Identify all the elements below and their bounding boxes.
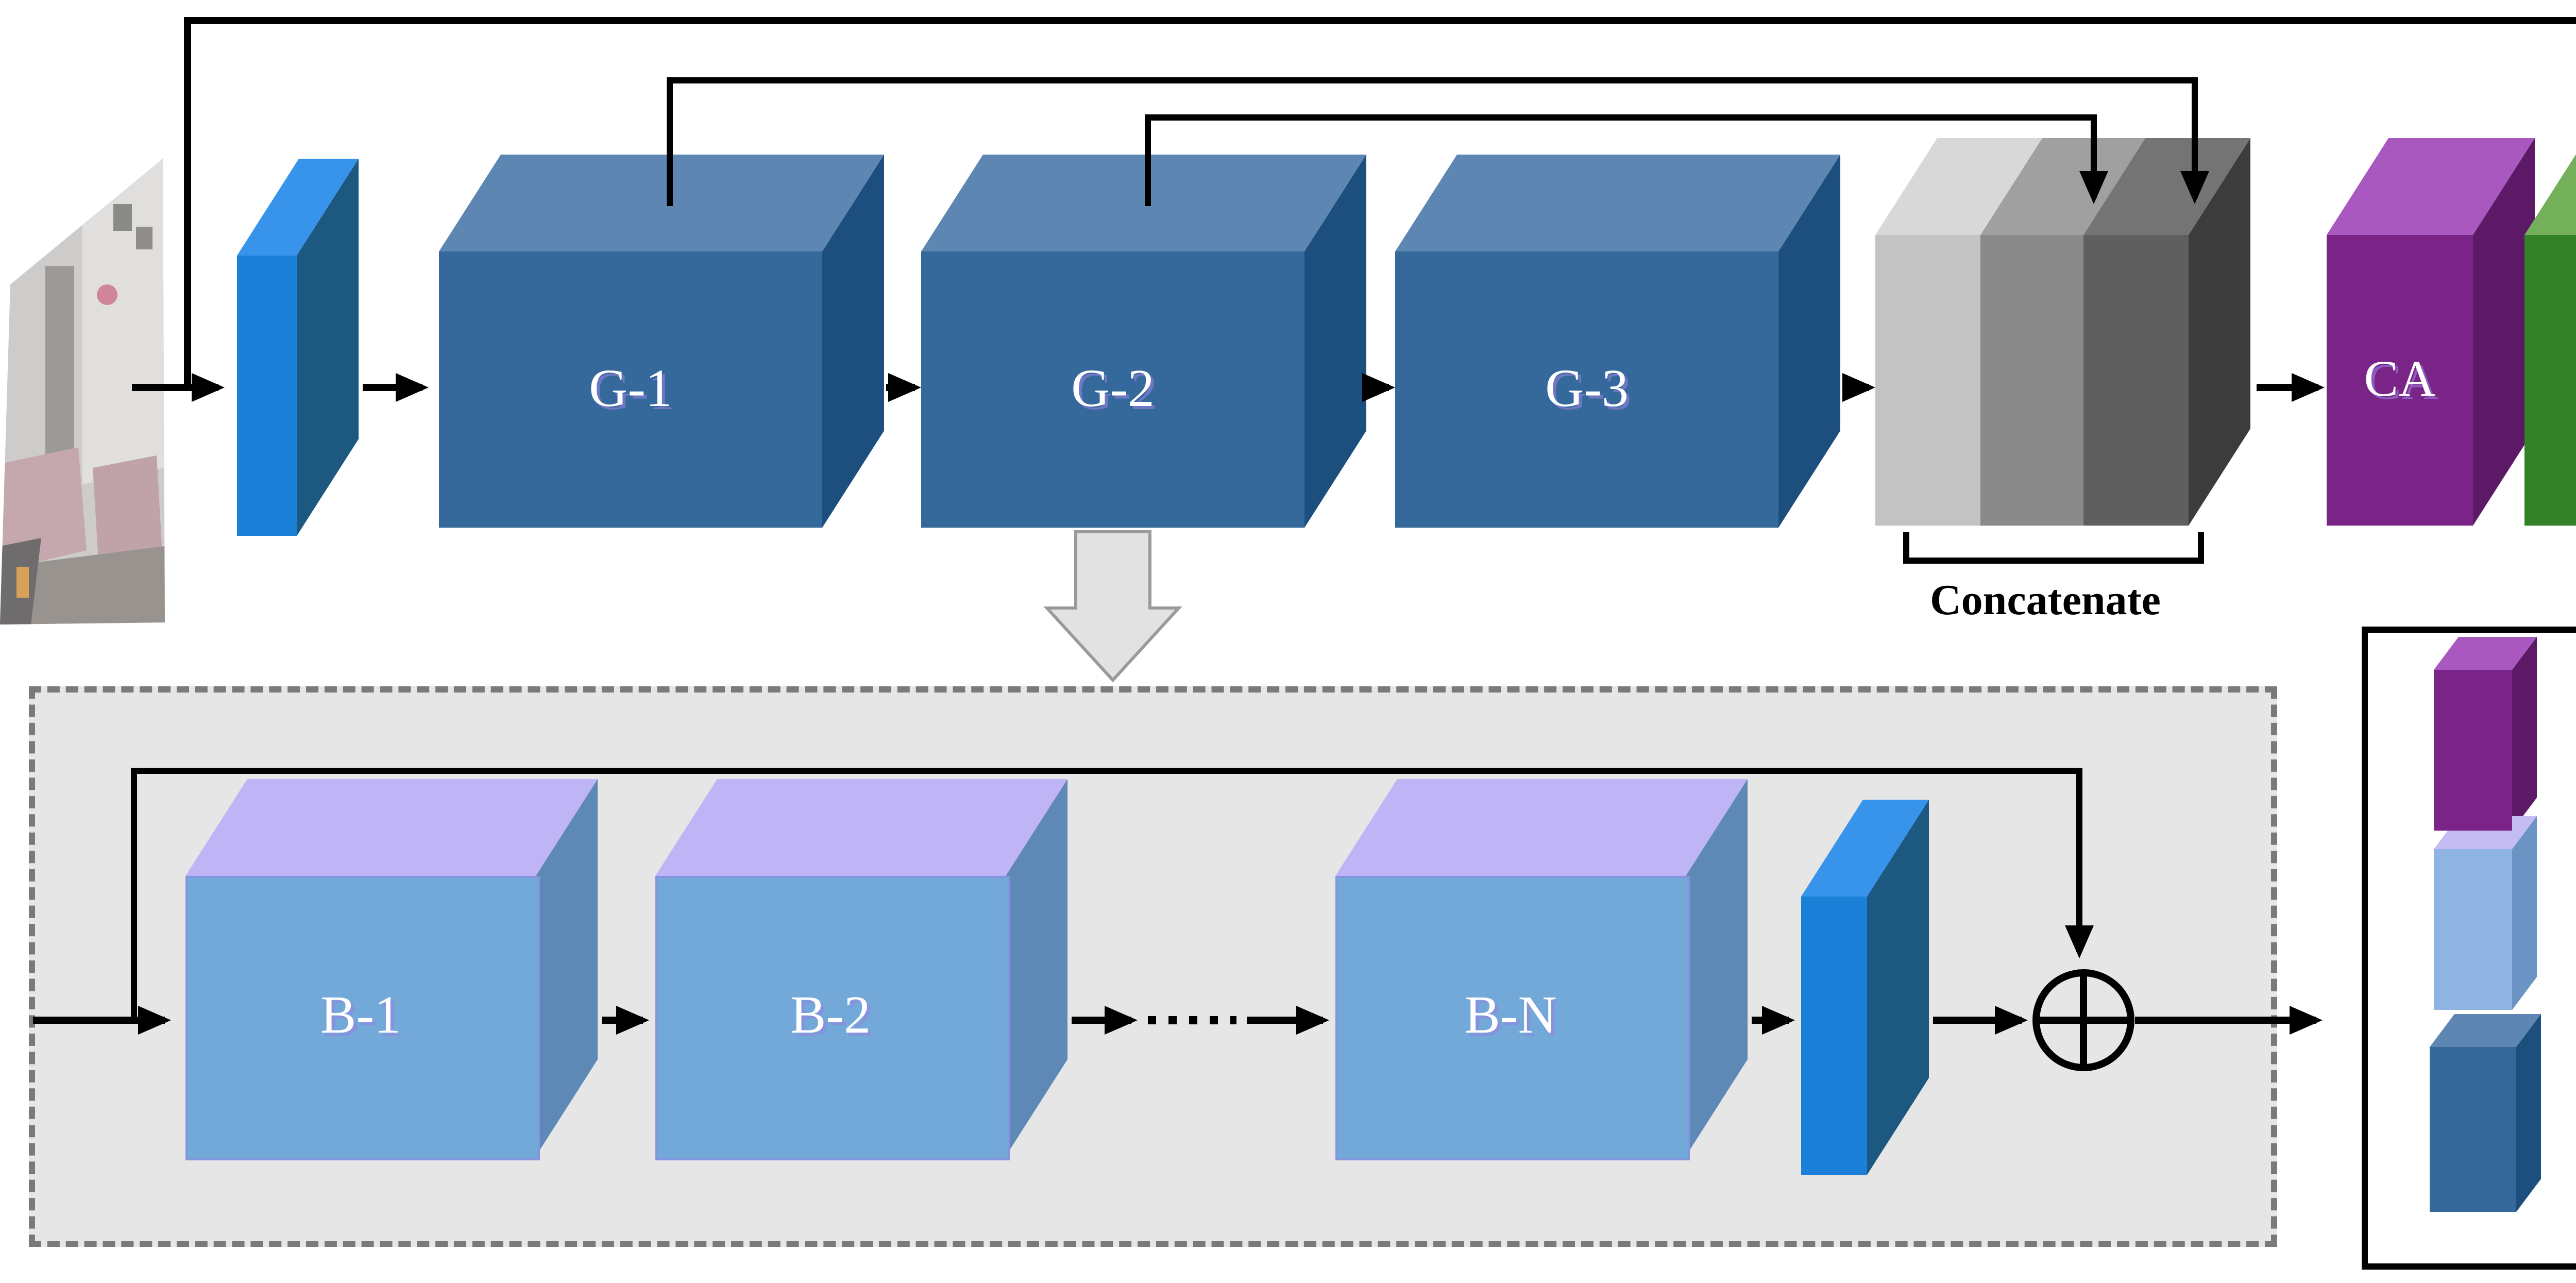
legend-label-channel-attention: Channel Attention	[2555, 693, 2576, 808]
cube-face-side	[2512, 637, 2537, 831]
cube-face-top	[1335, 779, 1748, 876]
input-hazy-image	[0, 159, 165, 624]
cube-face-top	[185, 779, 598, 876]
cube-face-front	[2434, 670, 2512, 831]
cube-face-top	[655, 779, 1067, 876]
g3-label: G-3	[1545, 359, 1629, 418]
cube-face-top	[439, 155, 884, 251]
legend-label-line: Channel	[2555, 707, 2576, 750]
bn-label: B-N	[1464, 985, 1557, 1045]
cube-face-side	[2516, 1014, 2541, 1212]
concatenate-label: Concatenate	[1930, 575, 2161, 624]
concatenate-bracket	[1903, 532, 2204, 564]
cube-face-front	[2430, 1047, 2516, 1212]
expand-detail-arrow	[1043, 530, 1182, 683]
cube-face-front	[1801, 897, 1867, 1175]
g2-label: G-2	[1071, 359, 1155, 418]
feature-slab-3	[2083, 235, 2189, 526]
input-hazy-image-content	[0, 159, 165, 624]
pa-label: PA	[2524, 354, 2576, 406]
cube-face-top	[921, 155, 1366, 251]
legend-label-line: Structure	[2555, 1127, 2576, 1171]
legend-label-line: Block	[2555, 886, 2576, 930]
feature-slab-2	[1980, 235, 2083, 526]
cube-face-side	[2512, 816, 2537, 1010]
legend-label-group-structure: Group Structure	[2555, 1070, 2576, 1185]
cube-face-front	[2434, 849, 2512, 1010]
legend-label-line: Group	[2555, 1084, 2576, 1127]
ca-label: CA	[2364, 352, 2436, 408]
legend-label-block-structure: Block Structure	[2555, 872, 2576, 987]
legend-label-line: Attention	[2555, 750, 2576, 794]
b1-label: B-1	[320, 985, 401, 1045]
cube-face-front	[237, 256, 297, 536]
g1-label: G-1	[589, 359, 672, 418]
legend-label-line: Structure	[2555, 930, 2576, 973]
feature-slab-1	[1875, 235, 1980, 526]
b2-label: B-2	[790, 985, 871, 1045]
cube-face-top	[1395, 155, 1840, 251]
